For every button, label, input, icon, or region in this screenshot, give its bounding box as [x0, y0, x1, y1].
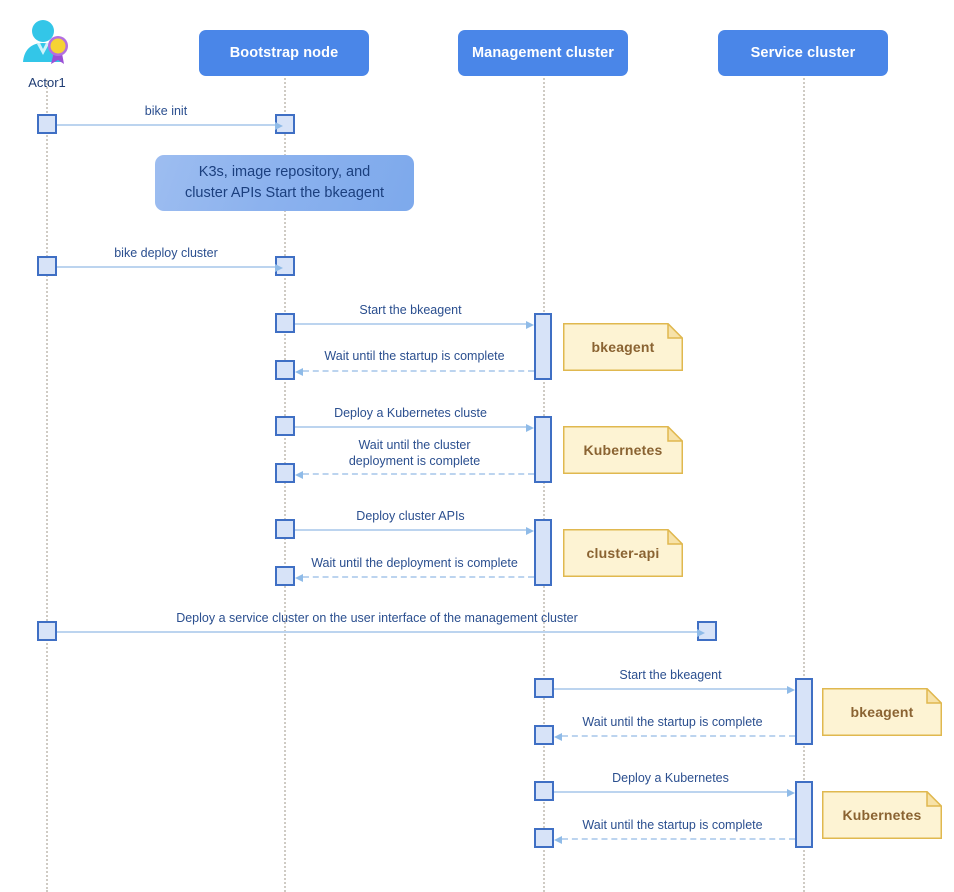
message-label-m8: Wait until the deployment is complete — [311, 556, 518, 570]
message-label-m10: Start the bkeagent — [619, 668, 722, 682]
note-highlight-k3s: K3s, image repository, and cluster APIs … — [155, 155, 414, 211]
participant-label: Bootstrap node — [229, 45, 339, 61]
note-kubernetes-1: Kubernetes — [563, 426, 683, 474]
message-line-m6 — [295, 470, 534, 479]
message-label-m13: Wait until the startup is complete — [582, 818, 763, 832]
message-label-m4: Wait until the startup is complete — [324, 349, 505, 363]
user-with-badge-icon — [23, 20, 68, 64]
actor-actor1[interactable]: Actor1 — [9, 18, 85, 90]
sticky-note-shape — [563, 426, 683, 474]
arrowhead-icon — [697, 628, 705, 637]
message-line-m8 — [295, 573, 534, 582]
note-label: bkeagent — [850, 704, 914, 720]
message-line-m10 — [554, 685, 795, 694]
arrowhead-icon — [787, 685, 795, 694]
note-label: Kubernetes — [842, 807, 922, 823]
message-label-m9: Deploy a service cluster on the user int… — [176, 611, 578, 625]
arrowhead-icon — [275, 121, 283, 130]
message-label-m1: bike init — [144, 104, 188, 118]
note-bkeagent-1: bkeagent — [563, 323, 683, 371]
activation-bootstrap-m5 — [275, 416, 295, 436]
note-highlight-label: K3s, image repository, and cluster APIs … — [184, 164, 385, 201]
participant-service[interactable]: Service cluster — [718, 30, 888, 76]
message-label-m5: Deploy a Kubernetes cluste — [334, 406, 487, 420]
activation-bootstrap-m8 — [275, 566, 295, 586]
participant-label: Management cluster — [471, 45, 614, 61]
message-line-m4 — [295, 367, 534, 376]
participant-bootstrap[interactable]: Bootstrap node — [199, 30, 369, 76]
activation-bootstrap-m7 — [275, 519, 295, 539]
activation-management-m12 — [534, 781, 554, 801]
message-label-m12: Deploy a Kubernetes — [612, 771, 729, 785]
message-line-m2 — [57, 263, 283, 272]
activation-bootstrap-m6 — [275, 463, 295, 483]
arrowhead-icon — [526, 526, 534, 535]
activation-bootstrap-m3 — [275, 313, 295, 333]
message-label-m11: Wait until the startup is complete — [582, 715, 763, 729]
note-cluster-api: cluster-api — [563, 529, 683, 577]
activation-bootstrap-m4 — [275, 360, 295, 380]
activation-management-g2 — [534, 416, 552, 483]
message-line-m7 — [295, 526, 534, 535]
lifeline-bootstrap — [284, 78, 286, 892]
arrowhead-icon — [554, 732, 562, 741]
activation-actor1-m1 — [37, 114, 57, 134]
activation-management-m11 — [534, 725, 554, 745]
activation-management-g1 — [534, 313, 552, 380]
arrowhead-icon — [554, 835, 562, 844]
participant-label: Service cluster — [750, 45, 856, 61]
note-label: Kubernetes — [583, 442, 663, 458]
sticky-note-shape — [822, 688, 942, 736]
sticky-note-shape — [822, 791, 942, 839]
message-label-m7: Deploy cluster APIs — [356, 509, 465, 523]
note-kubernetes-2: Kubernetes — [822, 791, 942, 839]
sticky-note-shape — [563, 323, 683, 371]
note-label: bkeagent — [591, 339, 655, 355]
message-line-m3 — [295, 320, 534, 329]
activation-management-m13 — [534, 828, 554, 848]
activation-service-g5 — [795, 781, 813, 848]
message-label-m6: Wait until the cluster deployment is com… — [348, 438, 481, 468]
lifeline-management — [543, 78, 545, 892]
note-bkeagent-2: bkeagent — [822, 688, 942, 736]
message-line-m11 — [554, 732, 795, 741]
message-line-m9 — [57, 628, 705, 637]
activation-actor1-m9 — [37, 621, 57, 641]
message-line-m1 — [57, 121, 283, 130]
arrowhead-icon — [295, 367, 303, 376]
arrowhead-icon — [526, 423, 534, 432]
lifeline-service — [803, 78, 805, 892]
message-line-m12 — [554, 788, 795, 797]
activation-service-g4 — [795, 678, 813, 745]
lifeline-actor1 — [46, 80, 48, 892]
message-label-m3: Start the bkeagent — [359, 303, 462, 317]
message-label-m2: bike deploy cluster — [114, 246, 218, 260]
participant-management[interactable]: Management cluster — [458, 30, 628, 76]
activation-actor1-m2 — [37, 256, 57, 276]
arrowhead-icon — [275, 263, 283, 272]
activation-management-g3 — [534, 519, 552, 586]
note-label: cluster-api — [586, 545, 660, 561]
arrowhead-icon — [295, 573, 303, 582]
message-line-m13 — [554, 835, 795, 844]
sticky-note-shape — [563, 529, 683, 577]
arrowhead-icon — [787, 788, 795, 797]
activation-management-m10 — [534, 678, 554, 698]
arrowhead-icon — [526, 320, 534, 329]
actor-label: Actor1 — [28, 75, 66, 90]
arrowhead-icon — [295, 470, 303, 479]
message-line-m5 — [295, 423, 534, 432]
